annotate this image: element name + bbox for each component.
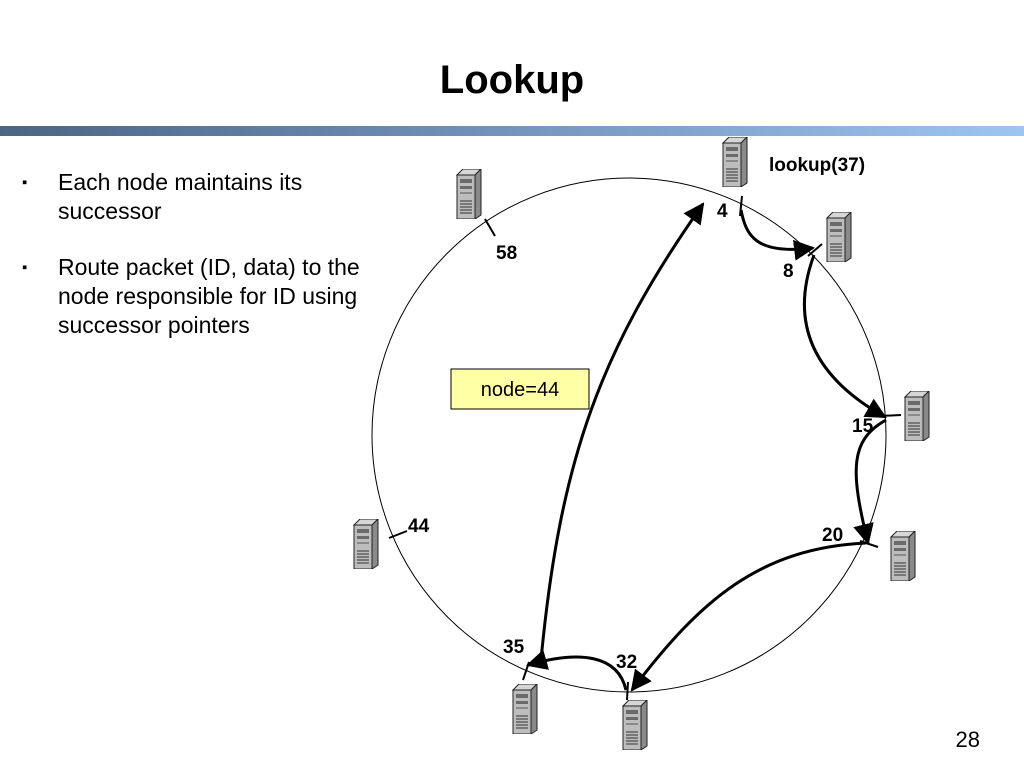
node-label-4: 4 [717,201,728,222]
route-arrow-8-to-15 [802,254,887,419]
lookup-query-label: lookup(37) [769,155,865,176]
bullet-marker-icon: ▪ [22,259,28,276]
node-tick-44 [388,530,408,539]
node-label-32: 32 [616,652,637,673]
node-tick-32 [626,681,629,701]
server-node-35-icon [512,684,538,734]
server-node-4-icon [722,137,748,187]
route-arrow-4-to-8 [739,209,816,261]
bullet-item: ▪ Route packet (ID, data) to the node re… [22,253,402,340]
bullet-text: Each node maintains its successor [58,169,303,224]
slide-title: Lookup [439,58,585,102]
server-node-44-icon [353,519,379,569]
node-label-35: 35 [503,637,525,658]
server-node-32-icon [622,700,648,750]
title-divider [0,126,1024,136]
route-arrow-15-to-20 [853,418,887,546]
route-arrow-32-to-35 [525,649,628,691]
node-label-15: 15 [852,416,874,437]
page-number: 28 [955,727,980,752]
result-box-label: node=44 [481,379,559,401]
identifier-ring [371,177,887,693]
bullet-list: ▪ Each node maintains its successor ▪ Ro… [22,168,402,367]
result-box [450,368,590,410]
bullet-text: Route packet (ID, data) to the node resp… [58,254,360,338]
route-arrow-20-to-32 [630,541,867,692]
server-node-58-icon [456,169,482,219]
node-label-8: 8 [783,261,794,282]
node-label-20: 20 [822,525,843,546]
server-node-8-icon [826,212,852,262]
node-label-58: 58 [496,243,517,264]
bullet-item: ▪ Each node maintains its successor [22,168,402,226]
bullet-marker-icon: ▪ [22,174,28,191]
node-label-44: 44 [408,516,430,537]
server-node-20-icon [890,531,916,581]
route-arrow-35-to-4 [539,202,705,661]
server-node-15-icon [904,391,930,441]
node-tick-8 [807,243,823,257]
node-tick-58 [484,218,496,237]
